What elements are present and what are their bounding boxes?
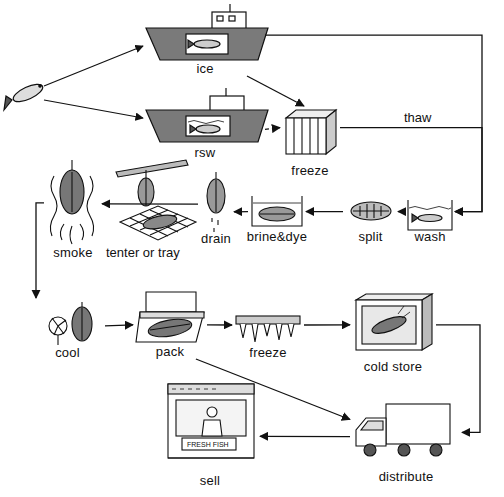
step-label: sell (200, 474, 220, 488)
process-step: brine&dye (248, 185, 306, 244)
smoking-fish (50, 160, 93, 244)
flow-arrow (36, 203, 44, 298)
process-step: pack (133, 283, 207, 359)
step-label: brine&dye (247, 230, 307, 244)
rsw-boat (146, 88, 268, 142)
process-step: sell (160, 378, 260, 488)
freezer-tray (236, 316, 300, 342)
delivery-truck (356, 404, 450, 456)
caught-fish (4, 46, 143, 118)
brine-tank (252, 196, 302, 226)
process-step: rsw (145, 92, 265, 160)
process-step: freeze (280, 106, 340, 178)
step-label: freeze (291, 164, 328, 178)
pack-box (136, 292, 204, 342)
part-label: tenter or tray (106, 246, 180, 259)
process-step: split (343, 190, 398, 244)
process-step: wash (405, 190, 455, 244)
process-step: freeze (232, 310, 304, 360)
flow-arrow (234, 211, 248, 213)
step-label: cool (55, 346, 80, 360)
step-label: cold store (364, 360, 422, 374)
ice-boat (146, 4, 268, 60)
step-label: rsw (195, 146, 216, 160)
flow-arrow (265, 35, 482, 211)
step-label: distribute (379, 470, 434, 484)
freezer-blocks (286, 110, 336, 154)
process-step: cool (30, 298, 105, 360)
flow-arrow (102, 203, 198, 205)
flow-arrow (304, 324, 350, 326)
tenter-and-tray (116, 160, 196, 240)
fish-shop (168, 384, 254, 458)
flow-arrow (340, 128, 482, 212)
step-label: smoke (53, 246, 92, 260)
process-step: smoke (44, 156, 102, 260)
process-step: cold store (350, 292, 436, 374)
step-label: drain (201, 232, 231, 246)
flow-arrow (265, 128, 280, 130)
flow-arrow (260, 436, 350, 438)
step-label: freeze (249, 346, 286, 360)
flow-arrow (436, 325, 480, 433)
step-label: ice (196, 62, 213, 76)
cold-store (356, 294, 432, 350)
flow-arrow (207, 324, 232, 326)
step-label: split (358, 230, 382, 244)
edge-label: thaw (404, 111, 431, 124)
shop-sign-text: FRESH FISH (187, 441, 229, 448)
step-label: pack (156, 345, 184, 359)
flow-arrow (196, 359, 350, 420)
split-fish (351, 202, 391, 220)
flow-arrow (306, 211, 343, 212)
flow-arrow (105, 325, 133, 326)
cooling-fish (49, 302, 92, 345)
flow-arrow (247, 76, 304, 106)
process-step: ice (145, 8, 265, 76)
flow-arrow (398, 211, 405, 212)
step-label: wash (414, 230, 445, 244)
wash-tank (408, 200, 452, 230)
process-step: drain (198, 170, 234, 246)
draining-fish (207, 172, 225, 232)
process-step: distribute (350, 398, 462, 484)
